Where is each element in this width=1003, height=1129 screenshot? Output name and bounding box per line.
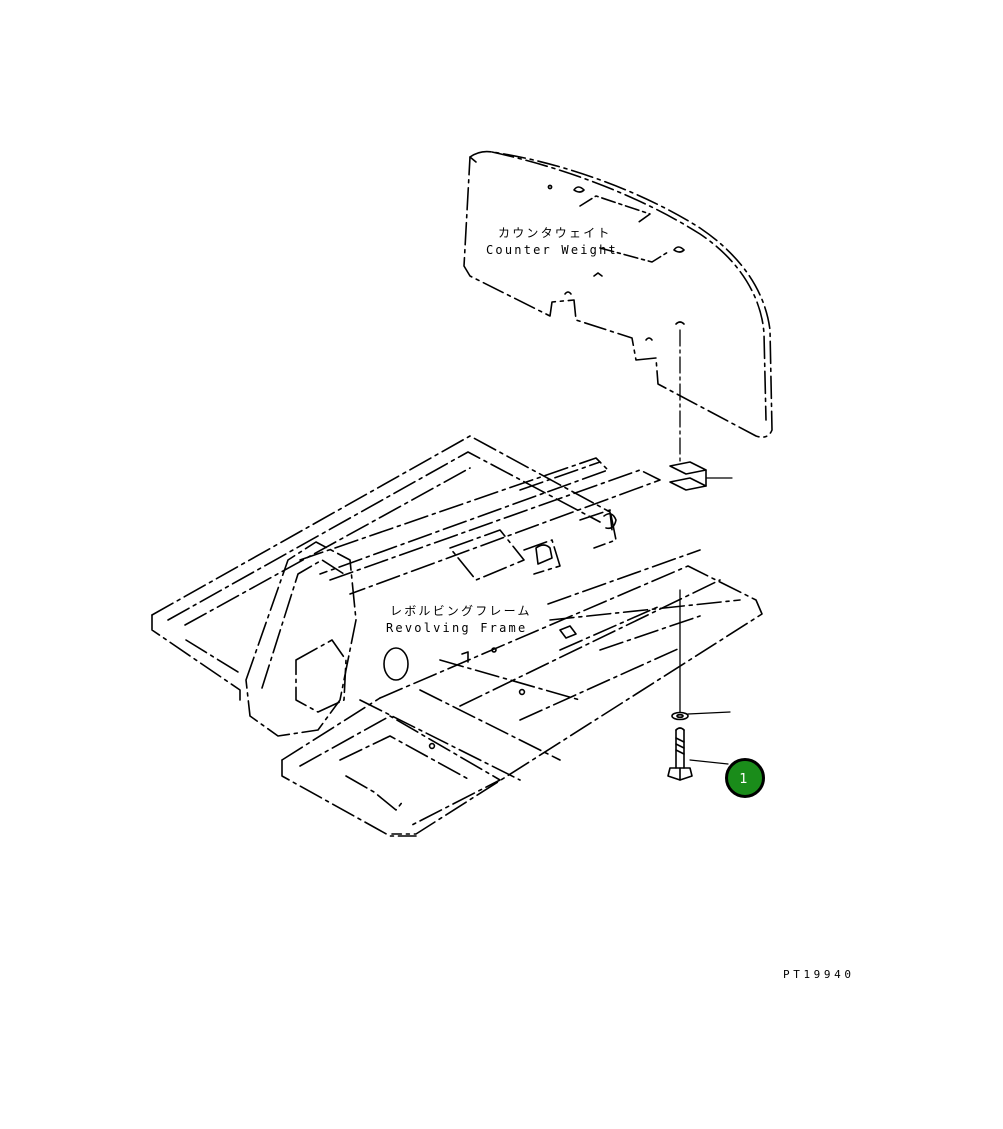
counterweight-label-en: Counter Weight — [486, 243, 618, 257]
revolving-frame-drawing — [151, 435, 763, 837]
washer-part — [671, 711, 731, 721]
part-callout-number: 1 — [739, 772, 748, 787]
bolt-part — [667, 727, 729, 781]
frame-detail-features — [383, 512, 617, 750]
part-callout-1[interactable]: 1 — [725, 758, 765, 798]
spacer-plates — [669, 461, 733, 491]
counterweight-label-ja: カウンタウェイト — [498, 226, 612, 240]
counterweight-drawing — [463, 150, 773, 438]
drawing-code: PT19940 — [783, 968, 855, 981]
frame-label-ja: レボルビングフレーム — [390, 604, 532, 618]
frame-label-en: Revolving Frame — [386, 621, 528, 635]
